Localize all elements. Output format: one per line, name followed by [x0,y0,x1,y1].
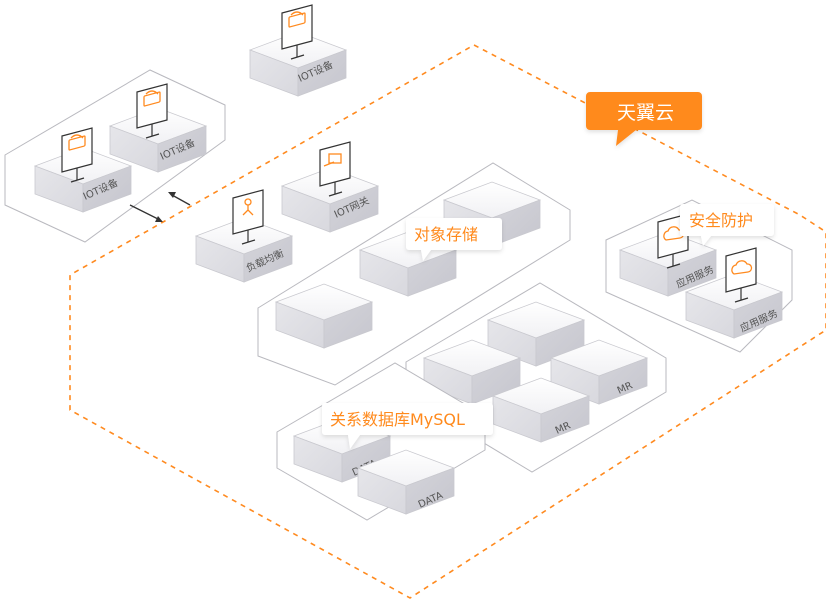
iot-device-top: IOT设备 [249,31,347,97]
security-callout: 安全防护 [680,204,774,246]
security-label: 安全防护 [689,211,753,230]
iot-device-left-a: IOT设备 [34,147,132,213]
load-balance-icon [232,189,264,245]
mysql-callout: 关系数据库MySQL [322,403,493,449]
object-storage-callout: 对象存储 [406,218,502,261]
gateway-icon [319,141,351,197]
iot-device-left-b: IOT设备 [109,107,207,173]
router-icon [136,83,168,139]
cloud-badge: 天翼云 [586,92,702,146]
object-storage-label: 对象存储 [414,225,478,244]
router-icon [281,4,313,60]
router-icon [61,127,93,183]
connection-arrows [129,192,191,222]
cloud-boundary [69,44,826,599]
iot-gateway: IOT网关 [281,167,379,233]
mysql-label: 关系数据库MySQL [330,410,465,429]
cloud-icon [725,247,757,303]
cloud-badge-label: 天翼云 [617,102,674,124]
mr-box-right: MR [550,339,648,405]
